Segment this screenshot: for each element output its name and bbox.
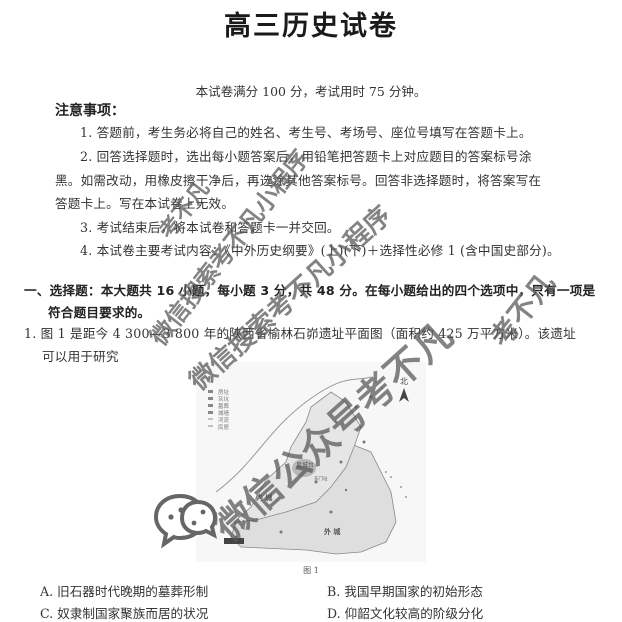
question-1-stem-cont: 可以用于研究 — [42, 349, 119, 364]
svg-text:内 城: 内 城 — [256, 493, 272, 502]
option-c[interactable]: C. 奴隶制国家聚族而居的状况 — [40, 606, 209, 621]
question-1-stem: 1. 图 1 是距今 4 300—3 800 年的陕西省榆林石峁遗址平面图（面积… — [24, 326, 576, 341]
svg-text:房址: 房址 — [218, 388, 230, 396]
exam-subtitle: 本试卷满分 100 分，考试用时 75 分钟。 — [195, 84, 427, 99]
figure-caption: 图 1 — [303, 566, 319, 575]
svg-text:皇城台: 皇城台 — [296, 461, 314, 469]
notice-item-2: 2. 回答选择题时，选出每小题答案后，用铅笔把答题卡上对应题目的答案标号涂 — [80, 149, 532, 164]
section-heading-cont: 符合题目要求的。 — [48, 305, 151, 320]
svg-text:城墙: 城墙 — [218, 409, 230, 417]
notice-item-2-end: 答题卡上。写在本试卷上无效。 — [55, 196, 235, 211]
option-d[interactable]: D. 仰韶文化较高的阶级分化 — [327, 606, 484, 621]
section-heading: 一、选择题：本大题共 16 小题，每小题 3 分，共 48 分。在每小题给出的四… — [24, 283, 596, 298]
svg-text:河流: 河流 — [218, 416, 230, 424]
svg-text:北: 北 — [400, 377, 408, 386]
option-b[interactable]: B. 我国早期国家的初始形态 — [327, 584, 483, 599]
svg-text:墓葬: 墓葬 — [218, 402, 230, 410]
svg-text:民居: 民居 — [218, 424, 230, 431]
notice-heading: 注意事项： — [55, 103, 125, 119]
svg-text:东门址: 东门址 — [314, 475, 328, 482]
svg-text:灰坑: 灰坑 — [218, 395, 230, 403]
svg-text:外 城: 外 城 — [324, 527, 340, 536]
site-plan-figure: 房址 灰坑 墓葬 城墙 河流 民居 皇城台 东门址 内 城 外 城 北 — [196, 362, 426, 562]
option-a[interactable]: A. 旧石器时代晚期的墓葬形制 — [40, 584, 209, 599]
notice-item-2-cont: 黑。如需改动，用橡皮擦干净后，再选涂其他答案标号。回答非选择题时，将答案写在 — [55, 173, 542, 188]
site-plan-map: 房址 灰坑 墓葬 城墙 河流 民居 皇城台 东门址 内 城 外 城 北 — [196, 362, 426, 562]
notice-item-4: 4. 本试卷主要考试内容：《中外历史纲要》(上)(下)＋选择性必修 1 (含中国… — [80, 243, 560, 258]
exam-title: 高三历史试卷 — [224, 11, 398, 42]
notice-item-3: 3. 考试结束后，将本试卷和答题卡一并交回。 — [80, 220, 340, 235]
notice-item-1: 1. 答题前，考生务必将自己的姓名、考生号、考场号、座位号填写在答题卡上。 — [80, 125, 532, 140]
